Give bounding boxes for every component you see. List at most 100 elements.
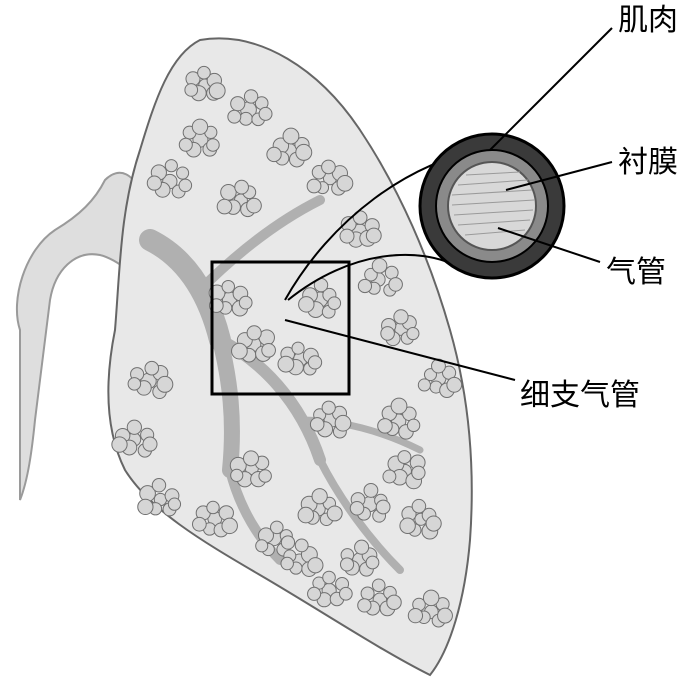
leader-bronchiole xyxy=(284,319,516,381)
alveolus xyxy=(307,586,322,601)
alveolus xyxy=(243,89,259,104)
alveolus xyxy=(191,516,207,532)
alveolus xyxy=(393,309,409,325)
alveolus xyxy=(280,535,296,550)
alveolus xyxy=(417,378,431,392)
alveolus xyxy=(309,417,325,432)
alveolus xyxy=(258,469,272,483)
alveolus xyxy=(399,517,416,534)
alveolus xyxy=(184,83,199,97)
alveolus xyxy=(206,500,220,515)
alveolus xyxy=(266,146,282,163)
alveolus xyxy=(176,166,190,180)
alveolus xyxy=(234,179,249,195)
alveolus xyxy=(127,377,142,391)
alveolus xyxy=(354,539,370,555)
leader-muscle xyxy=(489,27,613,151)
alveolus xyxy=(407,607,424,624)
alveolus xyxy=(365,227,382,244)
alveolus xyxy=(238,295,253,310)
alveoli-clusters xyxy=(111,65,463,628)
alveolus xyxy=(349,500,365,516)
alveolus xyxy=(246,325,262,341)
alveolus xyxy=(191,118,209,135)
alveolus xyxy=(363,483,379,498)
alveolus xyxy=(322,570,336,585)
alveolus xyxy=(231,342,248,360)
alveolus xyxy=(397,450,412,465)
alveolus xyxy=(255,539,269,553)
alveolus xyxy=(126,419,142,435)
alveolus xyxy=(365,555,380,570)
alveolus xyxy=(291,341,305,355)
alveolus xyxy=(206,138,220,152)
alveolus xyxy=(178,178,193,193)
alveolus xyxy=(227,109,242,124)
label-bronchiole: 细支气管 xyxy=(520,378,640,413)
alveolus xyxy=(422,589,440,607)
bronchiole-cross-section xyxy=(418,132,566,280)
alveolus xyxy=(411,465,426,480)
alveolus xyxy=(258,106,273,121)
alveolus xyxy=(411,498,427,514)
alveolus xyxy=(360,586,375,601)
alveolus xyxy=(386,594,402,611)
alveolus xyxy=(423,368,437,382)
alveolus xyxy=(146,175,162,191)
alveolus xyxy=(230,468,244,482)
alveolus xyxy=(142,436,158,452)
alveolus xyxy=(311,488,328,505)
alveolus xyxy=(197,65,211,80)
alveolus xyxy=(156,375,174,393)
alveolus xyxy=(261,342,276,358)
alveolus xyxy=(406,326,420,341)
alveolus xyxy=(294,538,309,553)
alveolus xyxy=(364,267,378,282)
alveolus xyxy=(270,520,284,535)
alveolus xyxy=(425,515,442,532)
label-muscle: 肌肉 xyxy=(618,3,678,38)
alveolus xyxy=(280,556,294,571)
alveolus xyxy=(164,159,178,173)
alveolus xyxy=(307,355,323,370)
alveolus xyxy=(334,414,352,432)
alveolus xyxy=(382,469,397,484)
label-trachea: 气管 xyxy=(606,255,666,290)
alveolus xyxy=(297,506,315,524)
alveolus xyxy=(230,96,246,112)
alveolus xyxy=(336,174,354,192)
alveolus xyxy=(295,143,313,161)
alveolus xyxy=(238,111,253,126)
alveolus xyxy=(298,296,315,313)
alveolus xyxy=(306,178,322,194)
alveolus xyxy=(216,198,233,215)
leader-trachea xyxy=(497,227,601,263)
alveolus xyxy=(221,279,236,294)
alveolus xyxy=(137,498,154,516)
alveolus xyxy=(390,397,408,415)
alveolus xyxy=(339,557,355,572)
alveolus xyxy=(151,478,167,493)
alveolus xyxy=(220,184,237,201)
alveolus xyxy=(377,418,393,434)
alveolus xyxy=(371,257,388,274)
label-lining: 衬膜 xyxy=(618,145,678,180)
alveolus xyxy=(144,360,160,376)
alveolus xyxy=(339,228,355,244)
alveolus xyxy=(243,450,259,467)
alveolus xyxy=(388,277,403,292)
alveolus xyxy=(282,127,300,145)
zoom-box xyxy=(210,260,351,396)
lumen-hatching xyxy=(451,171,535,236)
alveolus xyxy=(371,578,386,593)
alveolus xyxy=(437,607,453,624)
alveolus xyxy=(446,376,463,393)
alveolus xyxy=(321,159,336,175)
leader-lining xyxy=(505,161,613,191)
alveolus xyxy=(111,436,128,453)
alveolus xyxy=(406,418,421,433)
alveolus xyxy=(221,517,238,535)
alveolus xyxy=(307,557,324,574)
alveolus xyxy=(178,137,193,152)
alveolus xyxy=(375,499,391,515)
